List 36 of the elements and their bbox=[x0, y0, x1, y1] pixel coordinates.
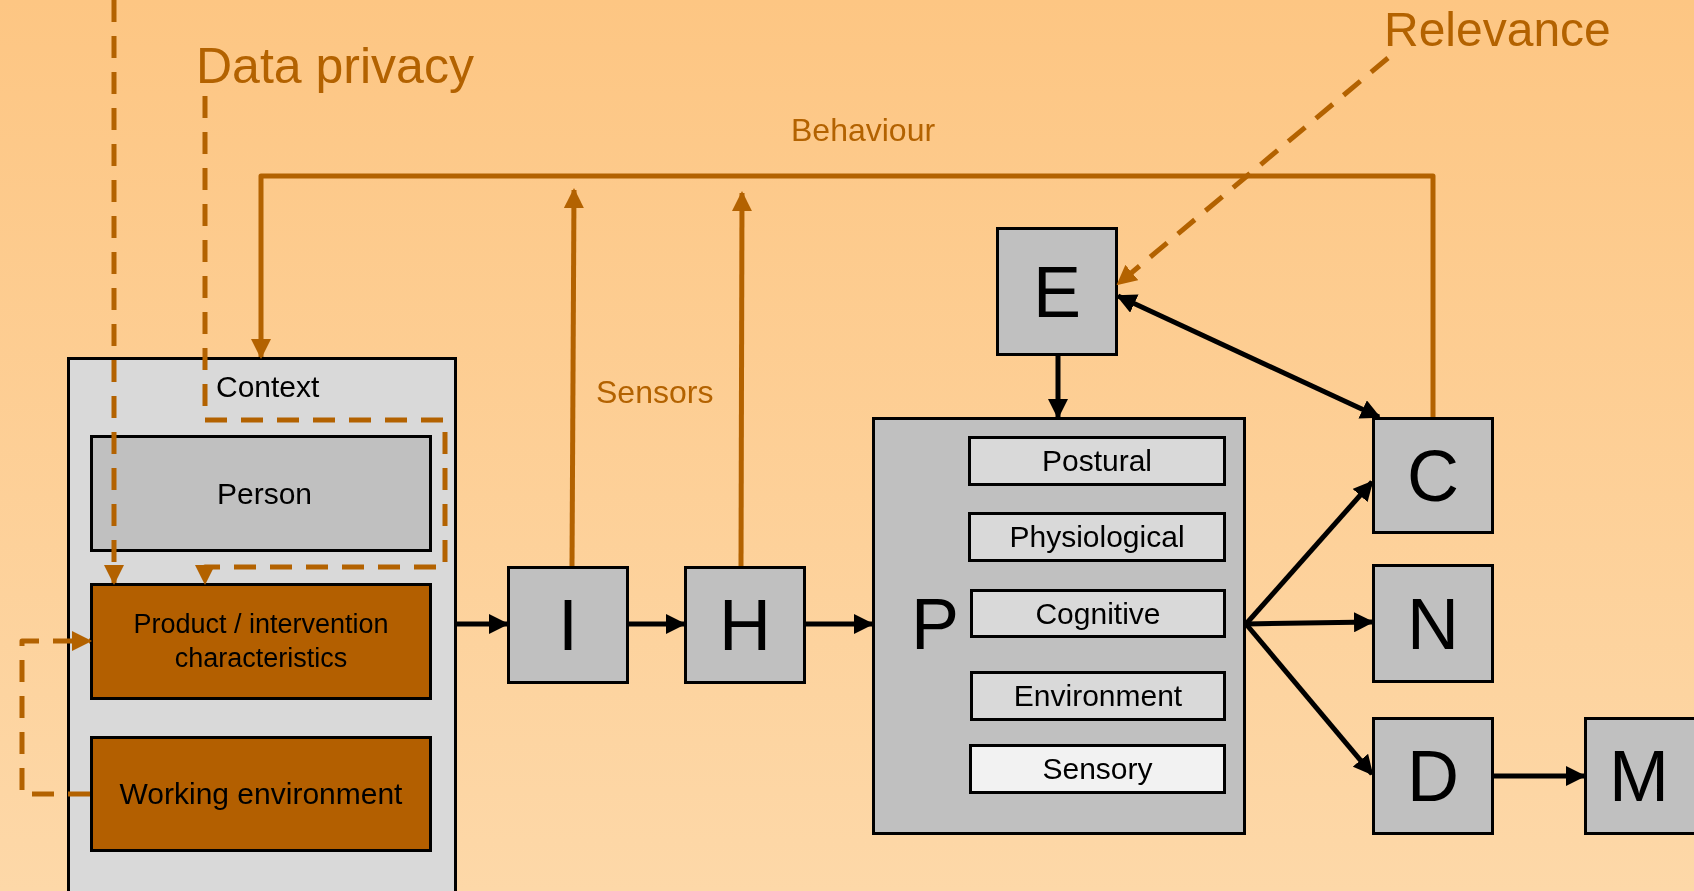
arrow bbox=[629, 614, 686, 634]
dashed-arrow bbox=[1116, 56, 1390, 286]
stage-box: D bbox=[1372, 717, 1494, 835]
stage-box: M bbox=[1584, 717, 1694, 835]
annotation-text: Data privacy bbox=[196, 36, 496, 96]
annotation-label: Sensors bbox=[596, 376, 714, 408]
arrow bbox=[251, 173, 1436, 417]
arrow bbox=[1116, 293, 1381, 420]
factor-box: Working environment bbox=[90, 736, 432, 852]
factor-box: Product / intervention characteristics bbox=[90, 583, 432, 700]
stage-letter: P bbox=[911, 588, 960, 660]
dashed-arrow bbox=[195, 96, 448, 585]
stage-box: I bbox=[507, 566, 629, 684]
factor-box: Person bbox=[90, 435, 432, 552]
arrow bbox=[563, 188, 584, 566]
factor-box: Sensory bbox=[969, 744, 1226, 794]
stage-box: C bbox=[1372, 417, 1494, 534]
arrow bbox=[1048, 356, 1068, 419]
stage-box: E bbox=[996, 227, 1118, 356]
arrow bbox=[1494, 766, 1586, 786]
stage-box: H bbox=[684, 566, 806, 684]
stage-box: N bbox=[1372, 564, 1494, 683]
factor-box: Postural bbox=[968, 436, 1226, 486]
arrow bbox=[806, 614, 874, 634]
dashed-arrow bbox=[104, 0, 124, 585]
edge-label: Behaviour bbox=[791, 114, 936, 146]
annotation-text: Relevance bbox=[1384, 2, 1654, 58]
factor-box: Physiological bbox=[968, 512, 1226, 562]
factor-box: Environment bbox=[970, 671, 1226, 721]
dashed-arrow bbox=[19, 631, 92, 797]
arrow bbox=[731, 191, 752, 566]
arrow bbox=[457, 614, 509, 634]
stage-panel bbox=[872, 417, 1246, 835]
context-panel bbox=[67, 357, 457, 891]
panel-heading: Context bbox=[216, 372, 320, 402]
factor-box: Cognitive bbox=[970, 589, 1226, 638]
